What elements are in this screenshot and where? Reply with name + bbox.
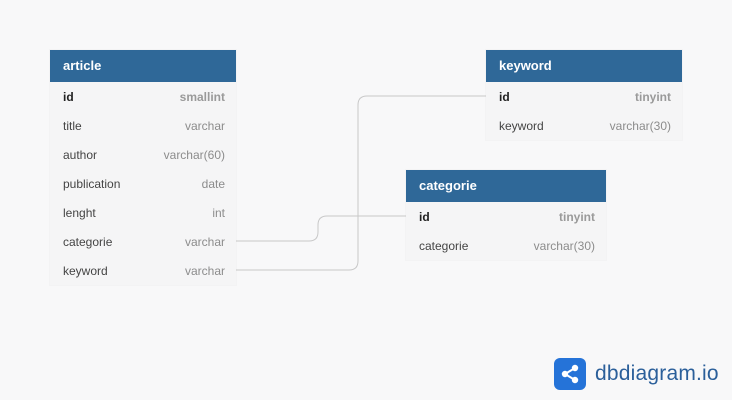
table-header[interactable]: keyword [486,50,682,82]
field-type: varchar [184,118,225,133]
table-categorie[interactable]: categorie id tinyint categorie varchar(3… [406,170,606,260]
brand-watermark[interactable]: dbdiagram.io [554,358,719,390]
field-name: categorie [63,234,113,249]
field-type: varchar(30) [609,118,671,133]
brand-text: dbdiagram.io [595,362,719,385]
field-type: int [212,205,225,220]
field-name: lenght [63,205,96,220]
field-name: keyword [499,118,544,133]
field-type: smallint [179,89,225,104]
table-header[interactable]: article [50,50,236,82]
field-name: id [499,89,510,104]
field-type: tinyint [635,89,671,104]
field-name: author [63,147,98,162]
field-row[interactable]: publication date [50,169,236,198]
field-name: id [419,209,430,224]
field-type: varchar(30) [533,238,595,253]
relation-line-categorie[interactable] [236,215,406,242]
field-type: tinyint [559,209,595,224]
field-name: keyword [63,263,108,278]
table-header[interactable]: categorie [406,170,606,202]
field-name: categorie [419,238,469,253]
field-row[interactable]: keyword varchar [50,256,236,285]
field-type: varchar [184,263,225,278]
field-name: publication [63,176,121,191]
field-row[interactable]: categorie varchar(30) [406,231,606,260]
field-row[interactable]: author varchar(60) [50,140,236,169]
field-name: id [63,89,74,104]
relation-line-keyword[interactable] [236,95,486,271]
field-type: varchar [184,234,225,249]
field-row[interactable]: id tinyint [486,82,682,111]
field-type: date [201,176,225,191]
table-keyword[interactable]: keyword id tinyint keyword varchar(30) [486,50,682,140]
table-article[interactable]: article id smallint title varchar author… [50,50,236,285]
field-row[interactable]: id smallint [50,82,236,111]
field-row[interactable]: categorie varchar [50,227,236,256]
field-row[interactable]: id tinyint [406,202,606,231]
field-row[interactable]: keyword varchar(30) [486,111,682,140]
field-row[interactable]: title varchar [50,111,236,140]
field-type: varchar(60) [163,147,225,162]
dbdiagram-logo-icon [554,358,586,390]
field-name: title [63,118,82,133]
field-row[interactable]: lenght int [50,198,236,227]
